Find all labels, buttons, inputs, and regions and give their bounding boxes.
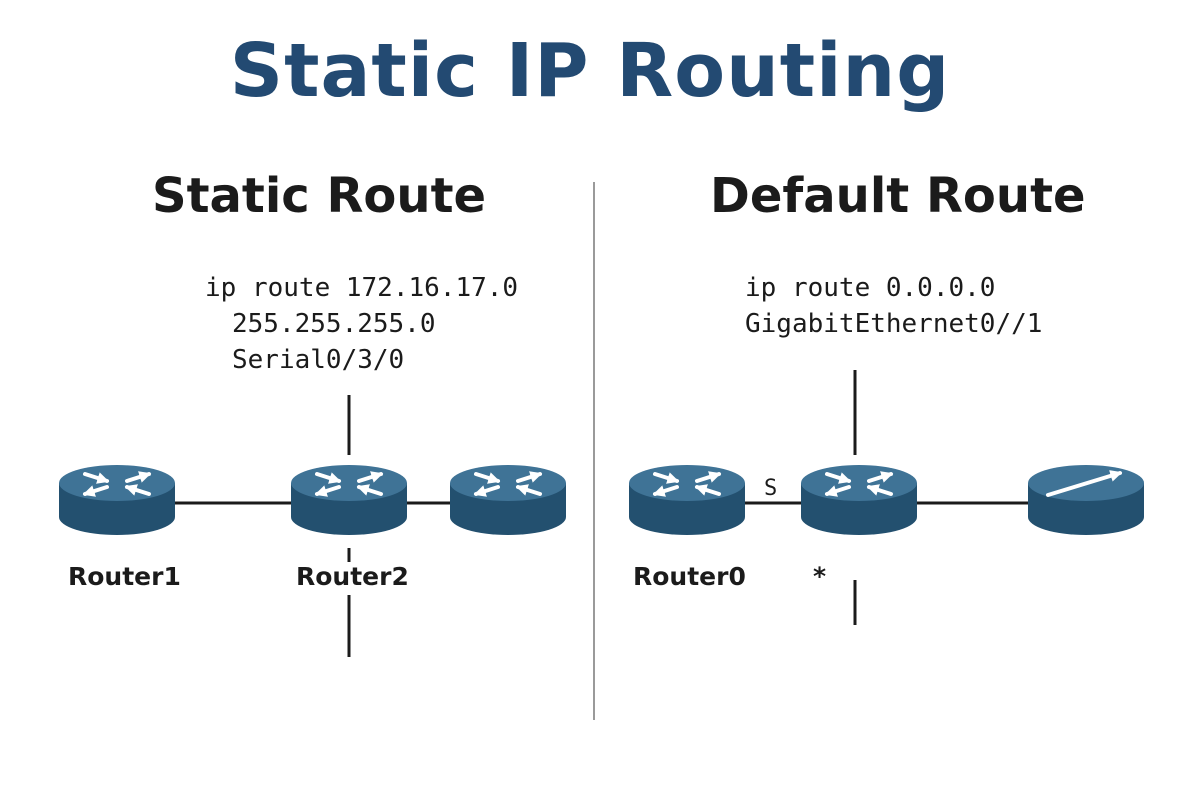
- page-title: Static IP Routing: [229, 28, 951, 114]
- static-route-heading: Static Route: [152, 168, 487, 224]
- router1-icon: [59, 465, 175, 535]
- serial-link-label: S: [764, 476, 778, 501]
- default-command-line-1: ip route 0.0.0.0: [745, 273, 996, 303]
- static-command-line-1: ip route 172.16.17.0: [205, 273, 519, 303]
- router1-label: Router1: [68, 562, 181, 591]
- default-route-heading: Default Route: [710, 168, 1086, 224]
- default-command-line-2: GigabitEthernet0//1: [745, 309, 1043, 339]
- router3-icon: [450, 465, 566, 535]
- default-route-marker: *: [813, 562, 827, 591]
- default-hub-router-icon: [801, 465, 917, 535]
- router2-icon: [291, 465, 407, 535]
- router0-label: Router0: [633, 562, 746, 591]
- gateway-router-icon: [1028, 465, 1144, 535]
- static-command-line-3: Serial0/3/0: [232, 345, 405, 375]
- router2-label: Router2: [296, 562, 409, 591]
- router0-icon: [629, 465, 745, 535]
- static-command-line-2: 255.255.255.0: [232, 309, 436, 339]
